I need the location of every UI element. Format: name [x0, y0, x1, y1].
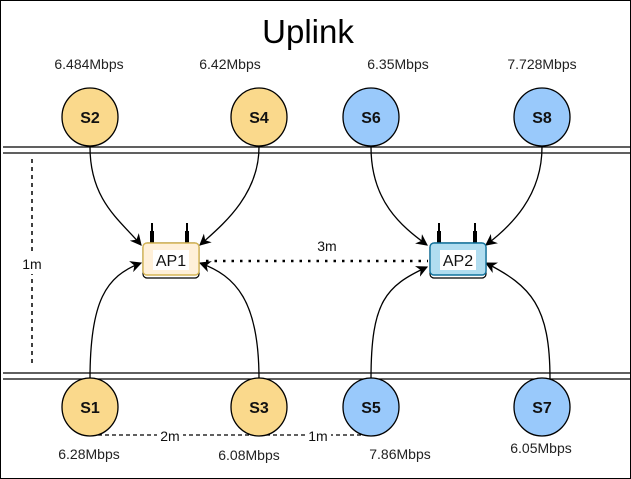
station-s7-rate: 6.05Mbps — [510, 440, 571, 456]
link-s8-ap2 — [485, 146, 543, 246]
vertical-label-bg — [17, 252, 49, 274]
station-s6[interactable]: S6 — [342, 87, 400, 147]
station-label: S3 — [249, 400, 269, 417]
station-s5[interactable]: S5 — [342, 377, 400, 437]
access-point-ap2[interactable]: AP2 — [429, 223, 487, 279]
label-bg-2m — [157, 425, 183, 443]
link-s7-ap2 — [484, 262, 551, 380]
link-s3-ap1 — [198, 261, 260, 380]
station-s8[interactable]: S8 — [513, 87, 571, 147]
ap-distance-label: 3m — [317, 238, 336, 254]
station-s4[interactable]: S4 — [230, 87, 288, 147]
antenna-icon — [150, 223, 189, 243]
vertical-distance-label: 1m — [22, 256, 41, 272]
station-s3[interactable]: S3 — [230, 377, 288, 437]
station-s7[interactable]: S7 — [513, 377, 571, 437]
bottom-rail — [3, 372, 630, 380]
link-s1-ap1 — [89, 261, 143, 380]
link-s4-ap1 — [199, 146, 260, 246]
station-s1-rate: 6.28Mbps — [58, 446, 119, 462]
ap1-label: AP1 — [156, 253, 186, 270]
links — [89, 146, 551, 380]
station-s2-rate: 6.484Mbps — [54, 56, 123, 72]
antenna-icon — [437, 223, 477, 243]
station-s3-rate: 6.08Mbps — [218, 447, 279, 463]
station-s1[interactable]: S1 — [61, 377, 119, 437]
ap2-label: AP2 — [443, 253, 473, 270]
station-label: S2 — [80, 110, 100, 127]
station-label: S1 — [80, 400, 100, 417]
distance-s3-s5-label: 1m — [308, 428, 327, 444]
access-point-ap1[interactable]: AP1 — [142, 223, 200, 279]
station-s2[interactable]: S2 — [61, 87, 119, 147]
link-s2-ap1 — [89, 146, 142, 246]
station-label: S5 — [361, 400, 381, 417]
link-s5-ap2 — [370, 266, 429, 380]
link-s6-ap2 — [370, 146, 428, 246]
top-rail — [3, 146, 630, 154]
station-label: S8 — [532, 110, 552, 127]
station-s4-rate: 6.42Mbps — [199, 56, 260, 72]
station-label: S4 — [249, 110, 269, 127]
station-s6-rate: 6.35Mbps — [367, 56, 428, 72]
distance-s1-s3-label: 2m — [160, 428, 179, 444]
diagram-title: Uplink — [262, 13, 354, 50]
label-bg-1m — [305, 425, 331, 443]
station-s8-rate: 7.728Mbps — [507, 56, 576, 72]
station-label: S6 — [361, 110, 381, 127]
station-s5-rate: 7.86Mbps — [369, 446, 430, 462]
station-label: S7 — [532, 400, 552, 417]
